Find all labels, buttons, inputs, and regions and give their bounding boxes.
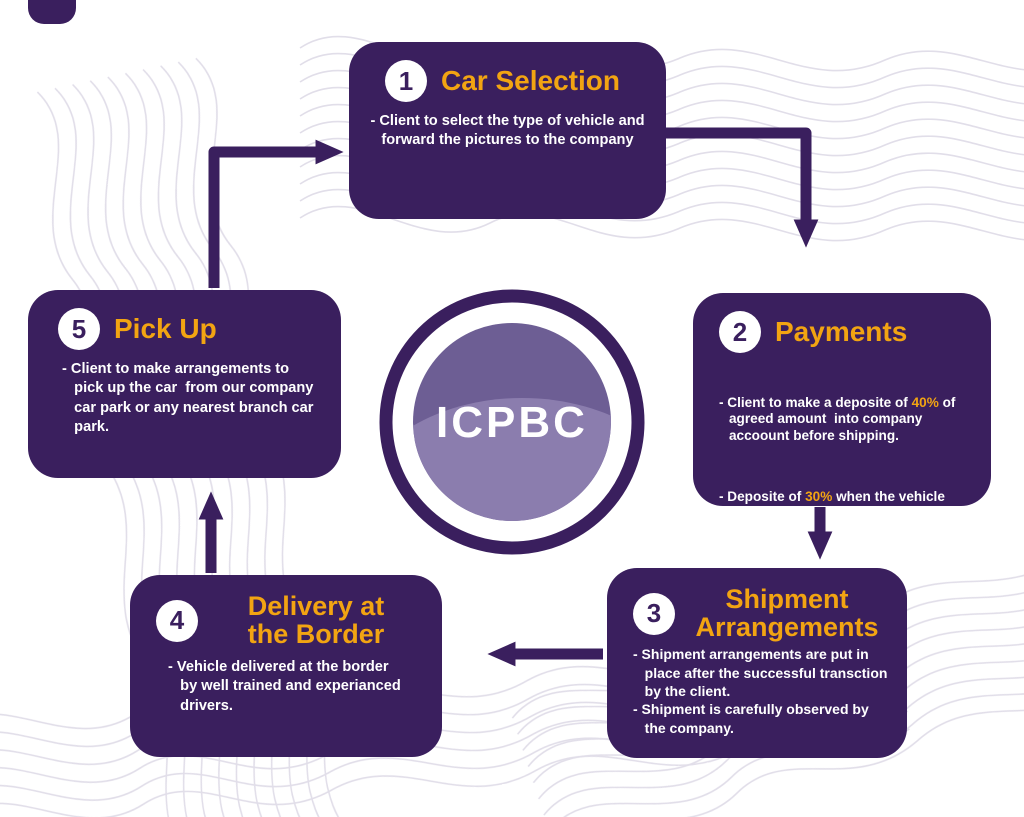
bullet-text: - Client to make a deposite of	[719, 394, 912, 410]
payment-bullet: - Client to make a deposite of 40% of ag…	[719, 395, 977, 445]
arrow-1-to-2	[666, 127, 819, 248]
step-description: - Client to select the type of vehicle a…	[370, 113, 645, 149]
bullet-highlight: 40%	[911, 394, 939, 410]
step-description: - Vehicle delivered at the border by wel…	[168, 659, 401, 714]
corner-accent-shape	[28, 0, 76, 24]
step-title: Shipment Arrangements	[695, 584, 879, 642]
payment-bullet: - Deposite of 30% when the vehicle reach…	[719, 489, 977, 522]
step-title: Delivery at the Border	[247, 591, 385, 649]
arrow-5-to-1	[208, 139, 344, 288]
step-title: Pick Up	[114, 312, 217, 344]
logo-text: ICPBC	[436, 398, 588, 447]
center-logo: ICPBC	[372, 282, 652, 562]
bullet-highlight: 30%	[805, 489, 833, 505]
step-car-selection: 1 Car Selection - Client to select the t…	[349, 42, 666, 219]
step-description: - Shipment arrangements are put in place…	[633, 646, 888, 736]
step-number-badge: 1	[385, 60, 428, 102]
step-description: - Client to make arrangements to pick up…	[62, 361, 314, 435]
step-header: 1 Car Selection	[349, 42, 666, 108]
step-pick-up: 5 Pick Up - Client to make arrangements …	[28, 290, 341, 478]
step-payments: 2 Payments - Client to make a deposite o…	[693, 293, 991, 599]
step-number-badge: 5	[58, 308, 100, 350]
step-header: 2 Payments	[693, 293, 991, 359]
step-header: 4 Delivery at the Border	[130, 575, 442, 654]
step-header: 5 Pick Up	[28, 290, 341, 356]
step-number-badge: 4	[156, 599, 198, 642]
step-delivery-at-border: 4 Delivery at the Border - Vehicle deliv…	[130, 575, 442, 757]
step-header: 3 Shipment Arrangements	[607, 568, 907, 643]
step-number-badge: 3	[633, 592, 675, 635]
step-title: Car Selection	[441, 64, 620, 96]
step-title: Payments	[775, 315, 908, 347]
bullet-text: - Deposite of	[719, 489, 806, 505]
step-shipment-arrangements: 3 Shipment Arrangements - Shipment arran…	[607, 568, 907, 758]
step-number-badge: 2	[719, 311, 761, 353]
